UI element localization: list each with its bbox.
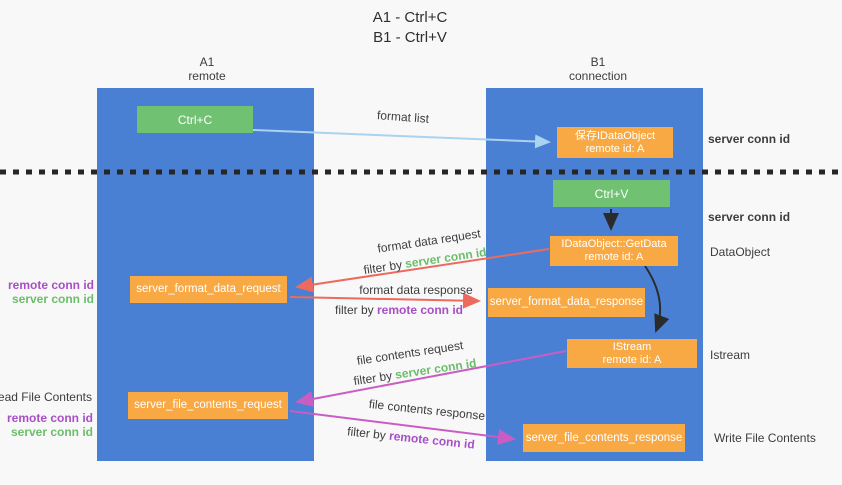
column-b1-name: B1 [590, 55, 606, 69]
server-conn-id-annotation: server conn id [11, 292, 94, 306]
column-b1-role: connection [568, 69, 628, 83]
save-idataobject-line1: 保存IDataObject [574, 129, 656, 142]
file-contents-response-arrow [289, 410, 516, 445]
server-file-contents-response-node: server_file_contents_response [523, 424, 685, 452]
istream-annotation: Istream [710, 348, 751, 362]
getdata-line1: IDataObject::GetData [561, 238, 667, 250]
istream-line1: IStream [612, 340, 652, 353]
format-data-response-filter-label: filter by remote conn id [335, 303, 463, 317]
column-header-b1: B1 connection [538, 55, 658, 83]
server-format-data-response-label: server_format_data_response [489, 296, 644, 308]
file-contents-request-arrow [295, 350, 567, 407]
save-idataobject-node: 保存IDataObject remote id: A [557, 127, 673, 158]
server-conn-id-annotation: server conn id [10, 425, 93, 439]
server-file-contents-request-label: server_file_contents_request [134, 399, 282, 411]
format-data-response-arrow [289, 292, 481, 309]
server-conn-id-annotation-top: server conn id [708, 132, 791, 146]
ctrl-v-node: Ctrl+V [553, 180, 670, 207]
dataobject-annotation: DataObject [710, 245, 771, 259]
istream-node: IStream remote id: A [567, 339, 697, 368]
getdata-line2: remote id: A [584, 251, 644, 263]
idataobject-getdata-node: IDataObject::GetData remote id: A [550, 236, 678, 266]
format-data-response-label: format data response [359, 283, 473, 297]
format-data-request-arrow [295, 248, 550, 293]
write-file-contents-annotation: Write File Contents [714, 431, 816, 445]
remote-conn-id-value: remote conn id [377, 303, 464, 317]
ctrl-c-label: Ctrl+C [177, 112, 213, 127]
server-format-data-request-node: server_format_data_request [130, 276, 287, 303]
ctrl-v-label: Ctrl+V [594, 186, 629, 201]
column-a1-role: remote [188, 69, 226, 83]
column-header-a1: A1 remote [147, 55, 267, 83]
save-idataobject-line2: remote id: A [585, 142, 645, 155]
diagram-title: A1 - Ctrl+C B1 - Ctrl+V [320, 8, 500, 48]
ctrl-c-node: Ctrl+C [137, 106, 253, 133]
server-format-data-request-label: server_format_data_request [136, 283, 281, 295]
read-file-contents-annotation: Read File Contents [0, 390, 92, 404]
istream-line2: remote id: A [602, 353, 662, 366]
server-conn-id-annotation-mid: server conn id [708, 210, 791, 224]
title-line-1: A1 - Ctrl+C [372, 9, 448, 26]
server-file-contents-request-node: server_file_contents_request [128, 392, 288, 419]
server-file-contents-response-label: server_file_contents_response [525, 431, 683, 444]
getdata-to-istream-arrow [644, 265, 670, 333]
left-conn-id-annotation-top: remote conn id server conn id [8, 278, 94, 306]
remote-conn-id-annotation: remote conn id [6, 411, 93, 425]
left-conn-id-annotation-bottom: remote conn id server conn id [7, 411, 93, 439]
title-line-2: B1 - Ctrl+V [373, 29, 447, 46]
server-format-data-response-node: server_format_data_response [488, 288, 645, 317]
column-a1-name: A1 [199, 55, 215, 69]
format-list-arrow [252, 129, 551, 149]
filter-by-prefix: filter by [334, 303, 377, 317]
remote-conn-id-annotation: remote conn id [7, 278, 94, 292]
